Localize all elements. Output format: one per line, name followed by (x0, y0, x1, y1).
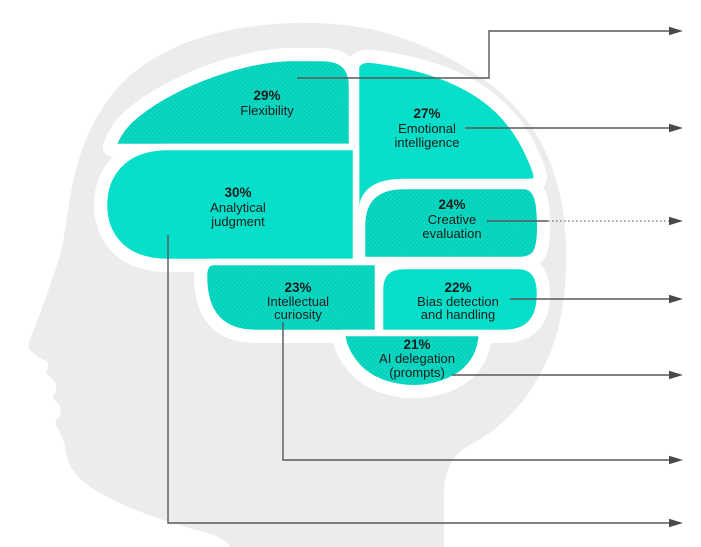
intellectual-curiosity-percent: 23% (284, 280, 311, 295)
analytical-judgment-name-1: Analytical (210, 200, 266, 215)
region-labels: 29% Flexibility 27% Emotional intelligen… (210, 88, 499, 380)
emotional-intelligence-percent: 27% (413, 106, 440, 121)
label-bias-detection: 22% Bias detection and handling (417, 280, 499, 322)
connectors (167, 26, 683, 528)
intellectual-curiosity-name-2: curiosity (274, 307, 322, 322)
label-flexibility: 29% Flexibility (240, 88, 294, 118)
connector-flexibility (297, 30, 670, 79)
brain-regions (100, 54, 544, 392)
arrowhead-analytical-judgment (669, 518, 683, 528)
analytical-judgment-name-2: judgment (210, 214, 265, 229)
flexibility-percent: 29% (253, 88, 280, 103)
flexibility-name: Flexibility (240, 103, 294, 118)
label-intellectual-curiosity: 23% Intellectual curiosity (267, 280, 329, 322)
arrowhead-creative-evaluation (669, 216, 683, 226)
arrowhead-bias-detection (669, 294, 683, 304)
emotional-intelligence-name-2: intelligence (394, 135, 459, 150)
connector-intellectual-curiosity (282, 322, 670, 461)
region-emotional-intelligence (352, 56, 541, 221)
bias-detection-percent: 22% (444, 280, 471, 295)
region-flexibility (109, 54, 356, 151)
bias-detection-name-1: Bias detection (417, 294, 499, 309)
emotional-intelligence-name-1: Emotional (398, 121, 456, 136)
intellectual-curiosity-name-1: Intellectual (267, 294, 329, 309)
region-intellectual-curiosity (200, 258, 382, 337)
arrowhead-flexibility (669, 26, 683, 36)
connector-analytical-judgment (167, 235, 670, 524)
region-creative-evaluation (358, 182, 544, 264)
analytical-judgment-percent: 30% (224, 185, 251, 200)
creative-evaluation-name-2: evaluation (422, 226, 481, 241)
region-analytical-judgment (100, 143, 360, 266)
ai-delegation-name-2: (prompts) (389, 365, 445, 380)
arrowhead-emotional-intelligence (669, 123, 683, 133)
label-ai-delegation: 21% AI delegation (prompts) (379, 337, 455, 380)
region-ai-delegation (338, 329, 486, 392)
region-bias-detection (376, 262, 544, 337)
label-analytical-judgment: 30% Analytical judgment (210, 185, 266, 229)
label-emotional-intelligence: 27% Emotional intelligence (394, 106, 459, 150)
ai-delegation-percent: 21% (403, 337, 430, 352)
creative-evaluation-percent: 24% (438, 197, 465, 212)
label-creative-evaluation: 24% Creative evaluation (422, 197, 481, 241)
creative-evaluation-name-1: Creative (428, 212, 476, 227)
arrowhead-ai-delegation (669, 370, 683, 380)
ai-delegation-name-1: AI delegation (379, 351, 455, 366)
bias-detection-name-2: and handling (421, 307, 495, 322)
arrowhead-intellectual-curiosity (669, 455, 683, 465)
